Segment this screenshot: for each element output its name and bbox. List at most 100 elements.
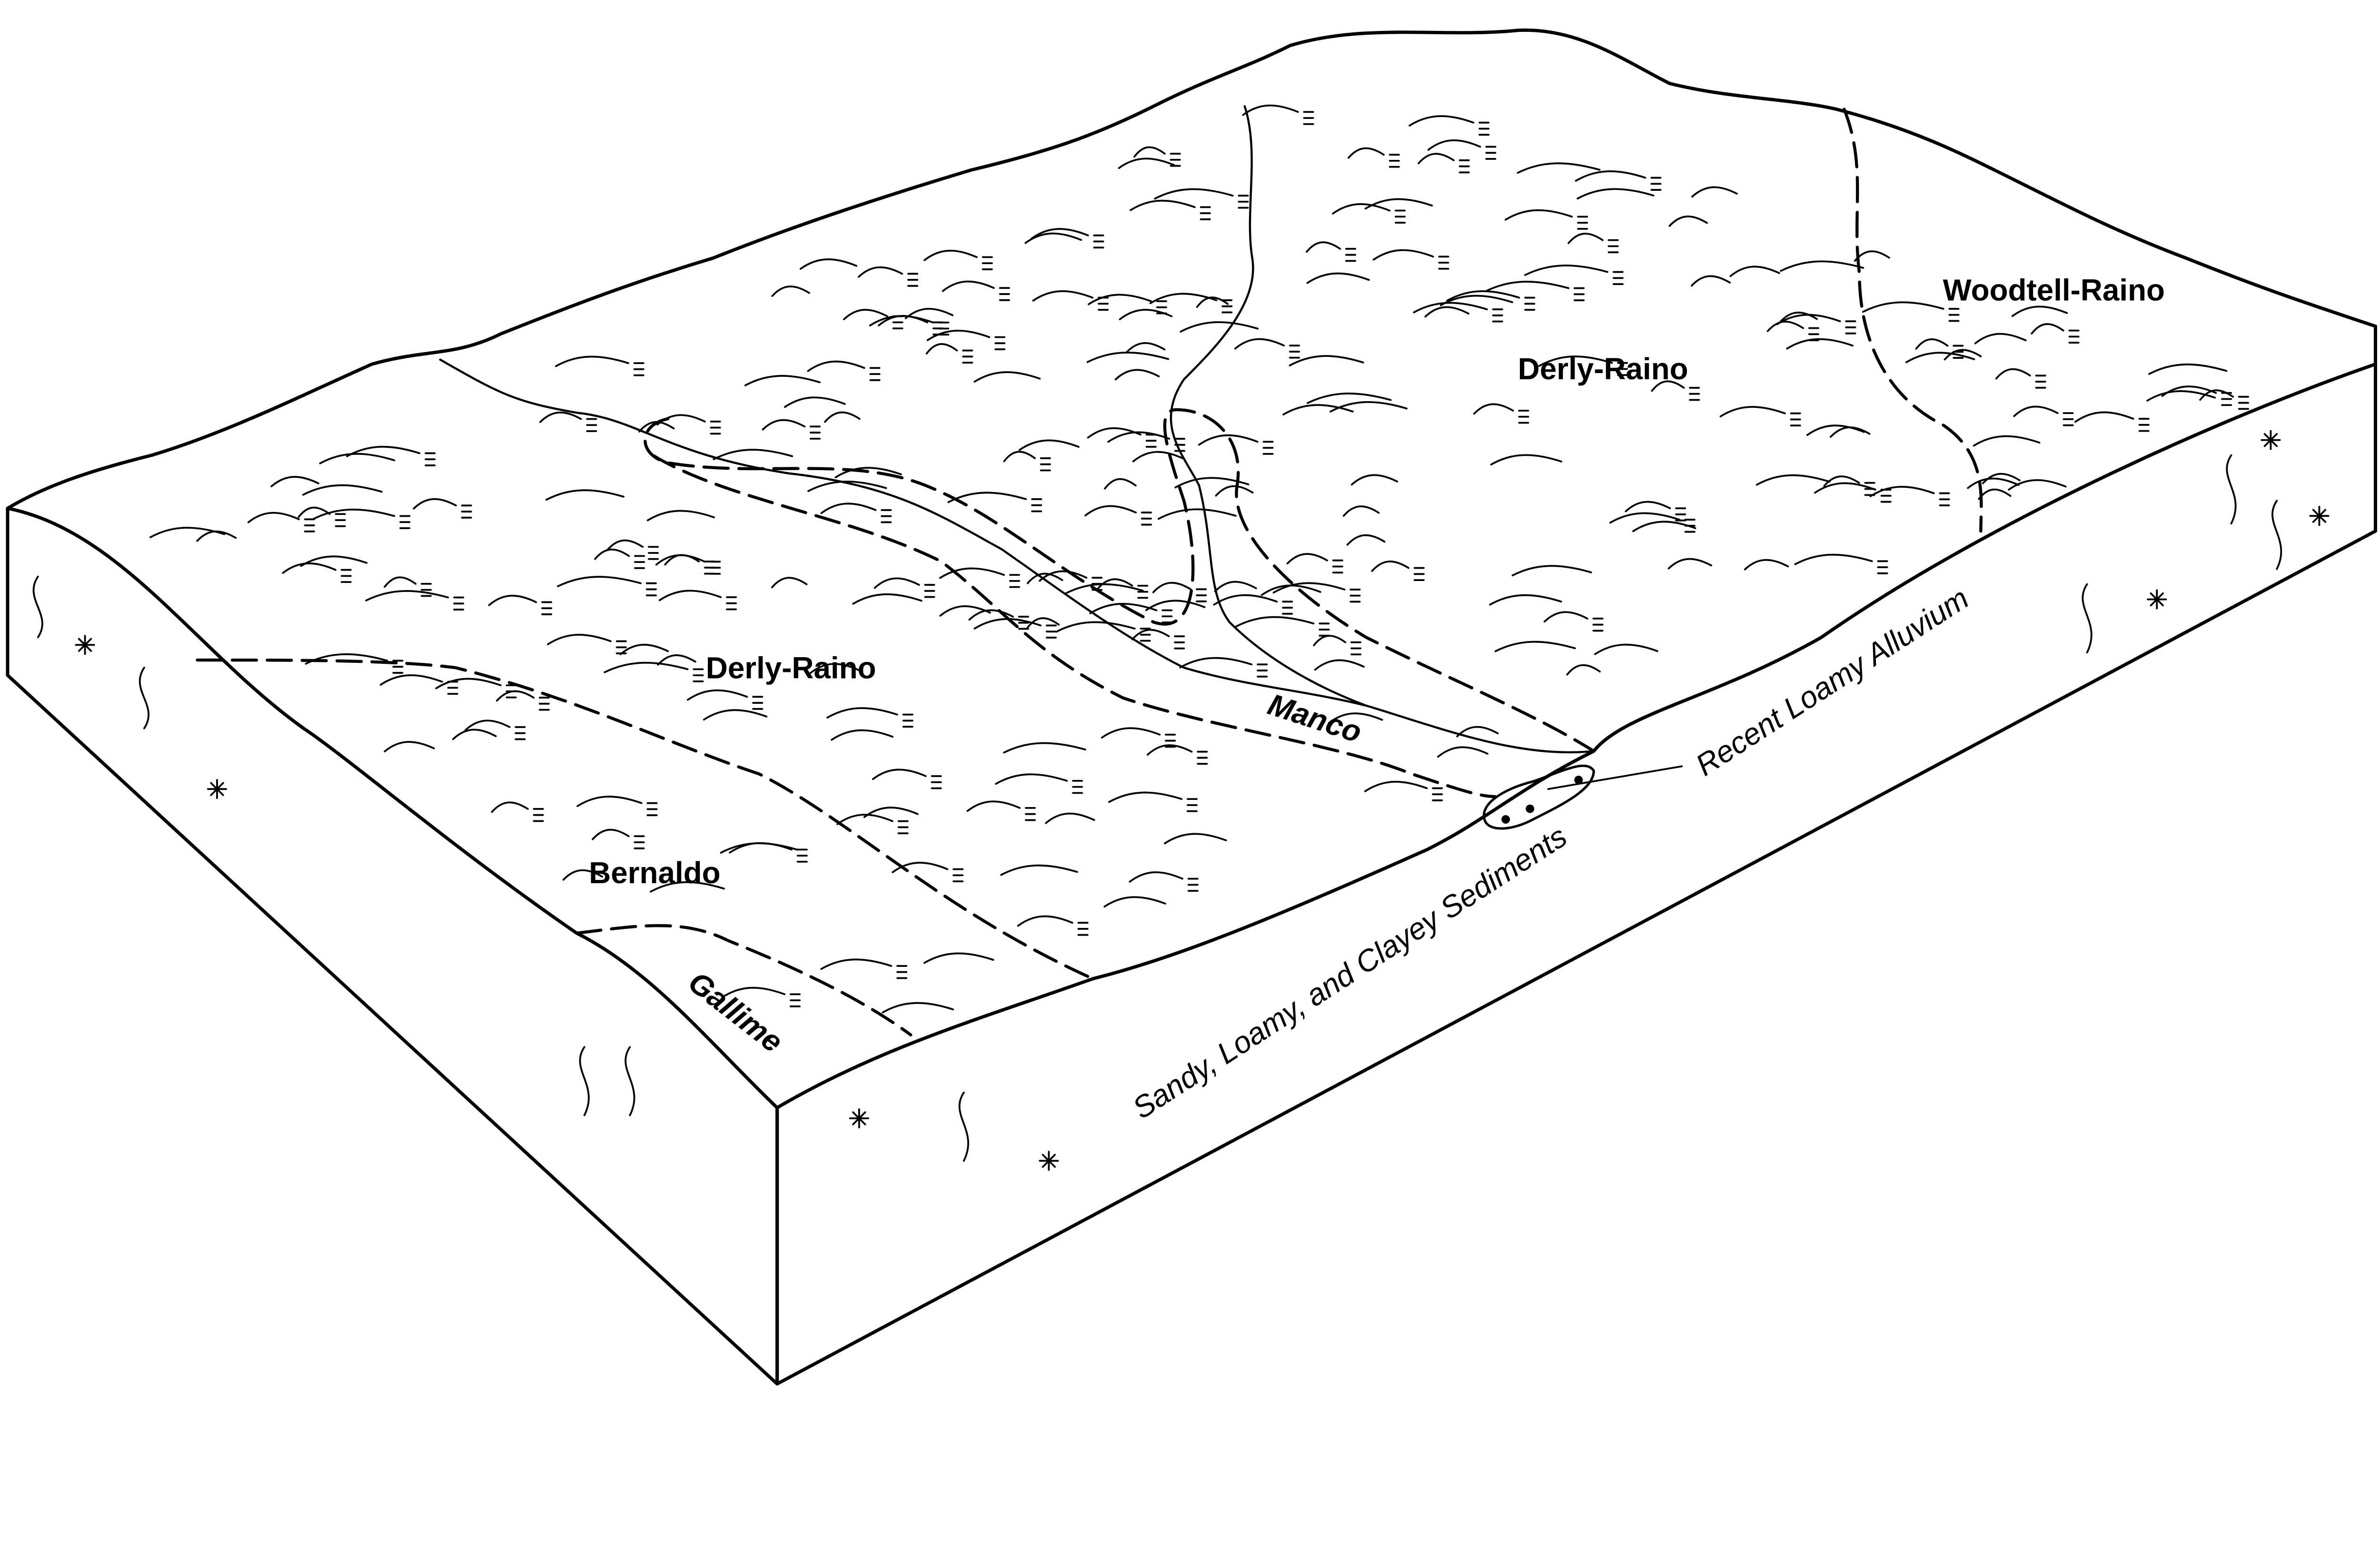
hatch-stroke xyxy=(1045,812,1095,824)
hatch-stroke xyxy=(721,986,786,998)
left-face xyxy=(6,506,779,1386)
hatch-stroke xyxy=(939,567,1005,579)
hatch-stroke xyxy=(1215,485,1254,497)
hatch-stroke xyxy=(1543,611,1588,623)
hatch-stroke xyxy=(858,266,903,278)
hatch-stroke xyxy=(658,590,722,601)
hatch-stroke xyxy=(365,590,449,601)
hatch-stroke xyxy=(1260,584,1321,596)
manco-boundary-north xyxy=(644,408,1596,753)
hatch-stroke xyxy=(1346,534,1386,546)
hatch-stroke xyxy=(282,562,337,574)
hatch-stroke xyxy=(1691,275,1731,287)
hatch-stroke xyxy=(2031,323,2064,335)
hatch-stroke xyxy=(312,508,396,520)
hatch-stroke xyxy=(1157,508,1237,520)
hatch-stroke xyxy=(1196,296,1229,308)
hatch-stroke xyxy=(1164,833,1227,845)
hatch-stroke xyxy=(824,411,861,423)
hatch-stroke xyxy=(744,374,821,386)
hatch-stroke xyxy=(1489,594,1562,606)
hatch-stroke xyxy=(2199,389,2234,401)
hatch-stroke xyxy=(1003,451,1036,463)
tributary-stream xyxy=(1170,105,1368,707)
hatch-stroke xyxy=(545,489,625,501)
hatch-stroke xyxy=(1794,553,1873,565)
alluvium-dot xyxy=(1501,815,1510,824)
hatch-stroke xyxy=(852,593,922,605)
hatch-stroke xyxy=(1995,368,2031,380)
hatch-stroke xyxy=(1505,209,1573,221)
alluvium-pocket xyxy=(1482,764,1595,830)
hatch-stroke xyxy=(878,315,929,326)
hatch-stroke xyxy=(995,773,1068,785)
hatch-stroke xyxy=(491,801,529,813)
hatch-stroke xyxy=(1031,228,1089,240)
hatch-stroke xyxy=(820,958,892,970)
hatch-stroke xyxy=(1862,301,1944,313)
hatch-stroke xyxy=(926,330,991,341)
hatch-stroke xyxy=(947,492,1027,503)
hatch-stroke xyxy=(270,476,319,488)
hatch-stroke xyxy=(1625,501,1671,512)
hatch-stroke xyxy=(1084,505,1137,517)
top-ridge-outline xyxy=(6,28,2377,510)
hatch-stroke xyxy=(1087,427,1141,439)
hatch-stroke xyxy=(655,554,706,566)
hatch-stroke xyxy=(1179,657,1253,669)
hatch-stroke xyxy=(807,360,865,372)
hatch-stroke xyxy=(555,355,629,367)
hatch-stroke xyxy=(305,653,388,665)
sediment-symbols xyxy=(32,430,2330,1171)
hatch-stroke xyxy=(547,634,612,645)
hatch-stroke xyxy=(1490,454,1563,466)
hatch-stroke xyxy=(413,498,457,510)
front-face xyxy=(775,362,2377,1386)
hatch-stroke xyxy=(1691,186,1738,198)
hatch-stroke xyxy=(1973,435,2041,447)
hatch-stroke xyxy=(771,577,808,589)
hatch-stroke xyxy=(1019,439,1080,451)
hatch-stroke xyxy=(1594,643,1658,655)
hatch-stroke xyxy=(872,769,927,780)
hatch-stroke xyxy=(1364,780,1428,792)
hatch-stroke xyxy=(1313,635,1347,647)
hatch-stroke xyxy=(942,280,995,292)
hatch-stroke xyxy=(873,577,920,589)
hatch-stroke xyxy=(247,512,300,523)
hatch-stroke xyxy=(904,307,954,319)
hatch-stroke xyxy=(1213,594,1278,606)
hatch-stroke xyxy=(1055,621,1136,633)
hatch-stroke xyxy=(1003,742,1087,754)
hatch-stroke xyxy=(1089,602,1158,614)
hatch-stroke xyxy=(713,449,793,461)
manco-boundary-south xyxy=(651,453,1497,798)
hatch-stroke xyxy=(1814,482,1876,494)
hatch-stroke xyxy=(539,411,582,423)
hatch-stroke xyxy=(1108,791,1183,803)
hatch-stroke xyxy=(1027,572,1063,584)
hatch-stroke xyxy=(1348,147,1385,159)
hatch-stroke xyxy=(834,467,902,478)
hatch-stroke xyxy=(149,527,226,538)
hatch-stroke xyxy=(1332,203,1391,215)
hatch-stroke xyxy=(1372,249,1434,261)
hatch-stroke xyxy=(968,609,1014,621)
hatch-stroke xyxy=(298,506,331,518)
label-manco: Manco xyxy=(1264,687,1366,749)
hatch-stroke xyxy=(882,1002,954,1014)
hatch-stroke xyxy=(807,481,887,492)
hatch-stroke xyxy=(1329,401,1408,413)
hatch-stroke xyxy=(799,258,858,270)
hatch-stroke xyxy=(592,828,630,840)
woodtell-boundary xyxy=(1843,108,1983,533)
hatch-stroke xyxy=(1371,561,1409,572)
hatch-stroke xyxy=(686,689,748,701)
hatch-stroke xyxy=(1342,505,1380,517)
hatch-stroke xyxy=(1152,581,1192,593)
hatch-stroke xyxy=(1032,290,1094,302)
label-bernaldo: Bernaldo xyxy=(589,856,720,890)
hatch-stroke xyxy=(2148,363,2228,375)
hatch-stroke xyxy=(1869,486,1935,497)
hatch-stroke xyxy=(1786,338,1854,350)
